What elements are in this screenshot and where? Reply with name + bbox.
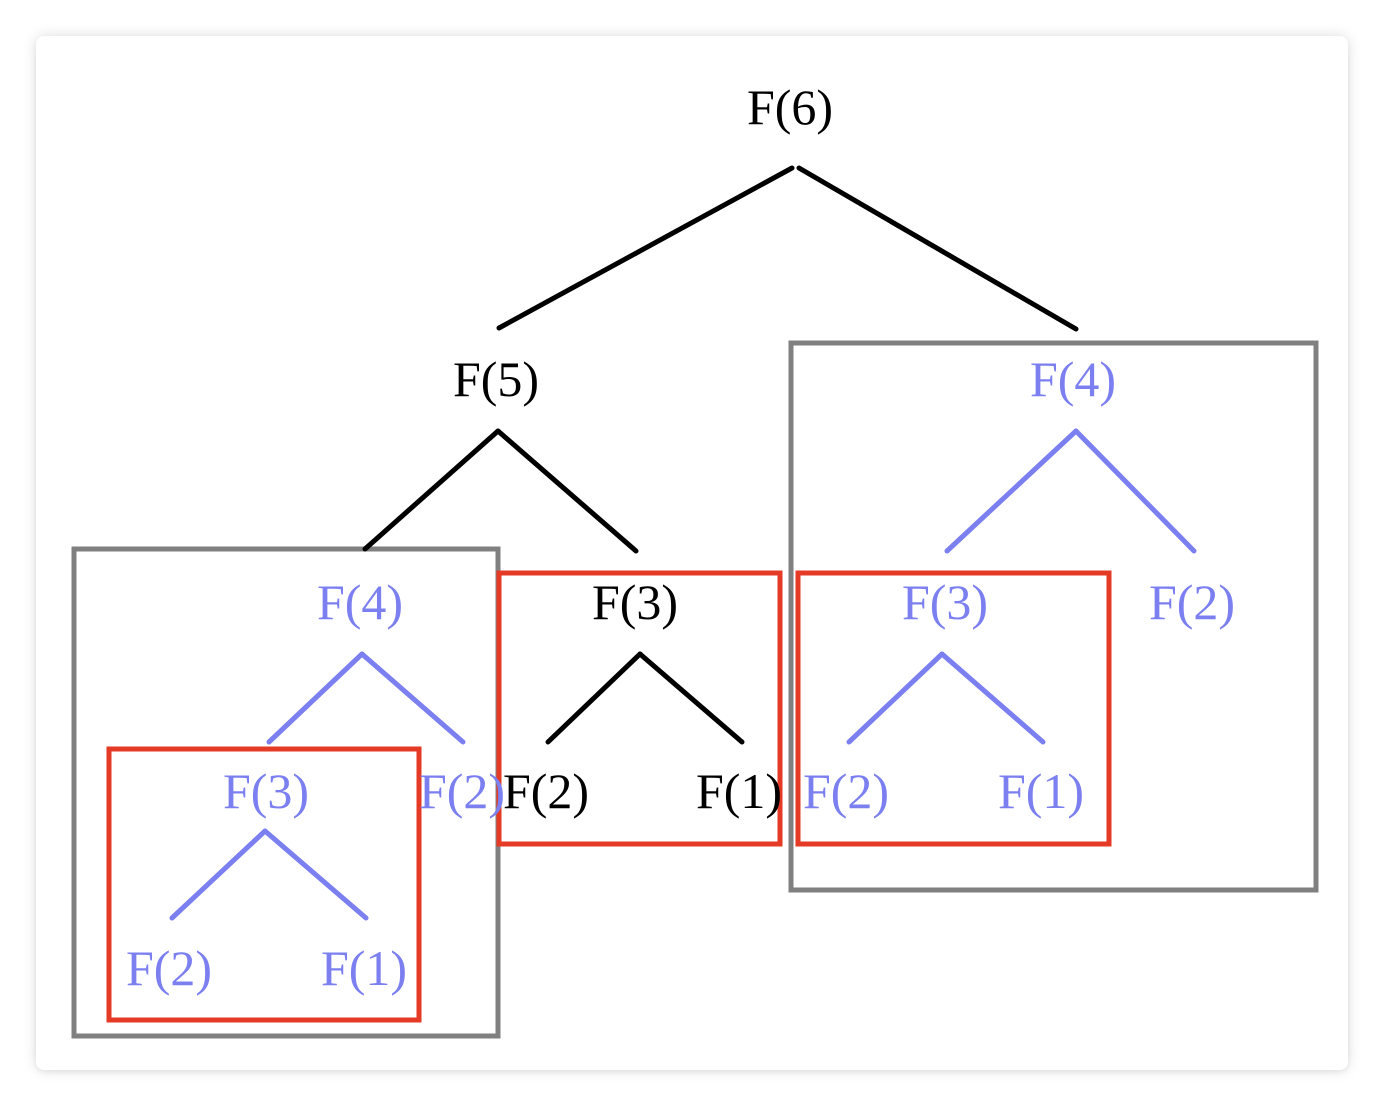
repeated-f3-box-mid	[496, 570, 783, 847]
edge-f4l-f3l	[266, 651, 365, 745]
edge-f4r-f3r	[944, 428, 1079, 554]
edge-f5-f4	[362, 428, 501, 552]
node-f3-left: F(3)	[223, 763, 309, 819]
edge-f3l-f2ll	[169, 828, 268, 921]
node-f2-left: F(2)	[419, 763, 505, 819]
edge-f6-f4	[796, 165, 1079, 332]
repeated-f4-box-right	[788, 340, 1319, 893]
edge-f3r-f1rr	[939, 651, 1046, 745]
node-f4-left: F(4)	[317, 574, 403, 630]
edge-f4l-f2l	[359, 651, 466, 745]
node-f2-left-sub: F(2)	[126, 940, 212, 996]
edge-f4r-f2r	[1073, 428, 1197, 554]
node-f4-right: F(4)	[1030, 351, 1116, 407]
edge-f3l-f1ll	[262, 828, 369, 921]
edge-f5-f3	[495, 428, 639, 554]
node-f2-right: F(2)	[1149, 574, 1235, 630]
repeated-f3-box-left	[106, 746, 422, 1023]
node-f1-right-sub: F(1)	[998, 763, 1084, 819]
node-f5: F(5)	[453, 351, 539, 407]
node-f1-mid: F(1)	[696, 763, 782, 819]
edge-f3r-f2rr	[846, 651, 945, 745]
edge-f3-f1-mid	[637, 651, 745, 745]
diagram-card	[36, 36, 1348, 1070]
repeated-f3-box-right	[795, 570, 1112, 847]
node-f2-right-sub: F(2)	[803, 763, 889, 819]
node-f2-mid: F(2)	[503, 763, 589, 819]
node-f3-right: F(3)	[902, 574, 988, 630]
node-f6: F(6)	[747, 79, 833, 135]
edge-f6-f5	[496, 165, 795, 331]
node-f3-mid: F(3)	[592, 574, 678, 630]
edge-f3-f2-mid	[545, 651, 643, 745]
node-f1-left-sub: F(1)	[321, 940, 407, 996]
